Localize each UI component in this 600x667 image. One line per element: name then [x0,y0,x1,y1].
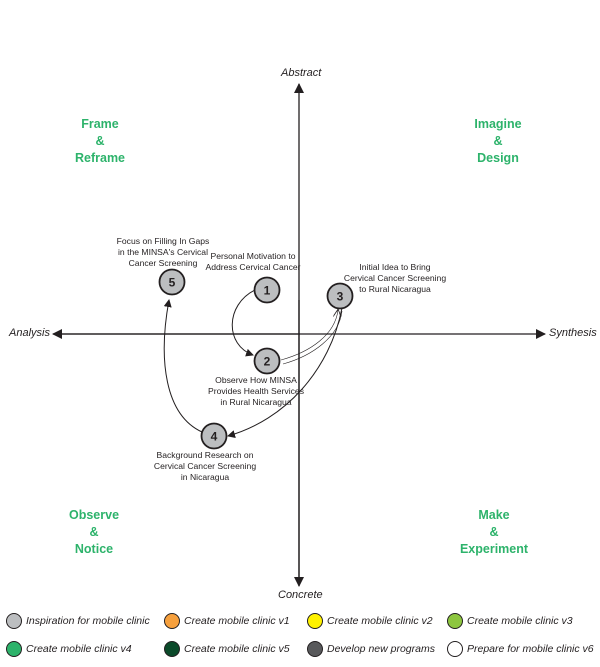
node-2-number: 2 [264,355,271,369]
legend-swatch-v3 [447,613,463,629]
quadrant-top-left-line-2: & [95,134,105,148]
quadrant-bottom-right-line-3: Experiment [459,542,529,556]
node-2-label-line-1: Observe How MINSA [215,375,297,385]
quadrant-bottom-left-line-2: & [89,525,99,539]
legend-item-v5: Create mobile clinic v5 [164,637,290,661]
legend-item-inspiration: Inspiration for mobile clinic [6,609,150,633]
node-4-label-line-3: in Nicaragua [180,472,230,482]
legend-row-2: Create mobile clinic v4 Create mobile cl… [0,637,600,661]
legend-item-v2: Create mobile clinic v2 [307,609,433,633]
legend-label-v4: Create mobile clinic v4 [26,643,132,655]
legend-label-v1: Create mobile clinic v1 [184,615,290,627]
quadrant-bottom-left: Observe & Notice [34,507,154,558]
legend-item-v4: Create mobile clinic v4 [6,637,132,661]
quadrant-bottom-right: Make & Experiment [434,507,554,558]
node-1: 1 [253,276,281,304]
node-4-label-line-1: Background Research on [156,450,254,460]
legend-label-v6: Prepare for mobile clinic v6 [467,643,594,655]
quadrant-top-right: Imagine & Design [438,116,558,167]
quadrant-top-left: Frame & Reframe [40,116,160,167]
node-2-label-line-3: in Rural Nicaragua [220,397,292,407]
node-5-label-line-2: in the MINSA's Cervical [118,247,208,257]
node-1-number: 1 [264,284,271,298]
edge-4-to-5 [163,299,203,433]
node-1-label-line-1: Personal Motivation to [210,251,296,261]
legend-label-v2: Create mobile clinic v2 [327,615,433,627]
node-1-label-line-2: Address Cervical Cancer [205,262,301,272]
node-4-label-line-2: Cervical Cancer Screening [153,461,257,471]
node-3-label-line-2: Cervical Cancer Screening [343,273,447,283]
quadrant-top-right-line-1: Imagine [474,117,522,131]
axis-label-top: Abstract [281,67,322,79]
legend-label-inspiration: Inspiration for mobile clinic [26,615,150,627]
edge-3-to-4 [227,307,343,438]
quadrant-bottom-right-line-1: Make [478,508,510,522]
node-4-label: Background Research on Cervical Cancer S… [140,450,270,483]
quadrant-top-right-line-2: & [493,134,503,148]
legend-swatch-v5 [164,641,180,657]
legend-label-new-programs: Develop new programs [327,643,435,655]
node-2-label-line-2: Provides Health Services [207,386,304,396]
node-2: 2 [253,347,281,375]
node-2-label: Observe How MINSA Provides Health Servic… [191,375,321,408]
legend-label-v5: Create mobile clinic v5 [184,643,290,655]
legend-swatch-new-programs [307,641,323,657]
node-5-label-line-1: Focus on Filling In Gaps [116,236,210,246]
legend-row-1: Inspiration for mobile clinic Create mob… [0,609,600,633]
axis-label-left: Analysis [9,327,50,339]
node-3-number: 3 [337,290,344,304]
edge-2-to-3 [280,310,338,361]
legend-swatch-inspiration [6,613,22,629]
node-1-label: Personal Motivation to Address Cervical … [190,251,316,273]
node-5-number: 5 [169,276,176,290]
legend-item-v6: Prepare for mobile clinic v6 [447,637,594,661]
quadrant-top-left-line-1: Frame [81,117,119,131]
legend-swatch-v6 [447,641,463,657]
node-3-label-line-1: Initial Idea to Bring [359,262,431,272]
legend-label-v3: Create mobile clinic v3 [467,615,573,627]
legend-swatch-v1 [164,613,180,629]
axis-label-right: Synthesis [549,327,597,339]
legend-item-v1: Create mobile clinic v1 [164,609,290,633]
node-5-label-line-3: Cancer Screening [128,258,198,268]
axis-label-bottom: Concrete [278,589,323,601]
quadrant-bottom-left-line-3: Notice [74,542,114,556]
node-5-label: Focus on Filling In Gaps in the MINSA's … [100,236,226,269]
node-3-label-line-3: to Rural Nicaragua [359,284,431,294]
quadrant-top-left-line-3: Reframe [74,151,126,165]
legend-item-v3: Create mobile clinic v3 [447,609,573,633]
quadrant-bottom-right-line-2: & [489,525,499,539]
node-4-number: 4 [211,430,218,444]
edge-2-to-3-outline [282,310,343,365]
node-5: 5 [158,268,186,296]
quadrant-bottom-left-line-1: Observe [68,508,120,522]
node-3-label: Initial Idea to Bring Cervical Cancer Sc… [330,262,460,295]
legend-swatch-v4 [6,641,22,657]
quadrant-top-right-line-3: Design [477,151,519,165]
node-4: 4 [200,422,228,450]
edge-1-to-2 [231,289,256,357]
node-3: 3 [326,282,354,310]
legend-swatch-v2 [307,613,323,629]
legend-item-new-programs: Develop new programs [307,637,435,661]
